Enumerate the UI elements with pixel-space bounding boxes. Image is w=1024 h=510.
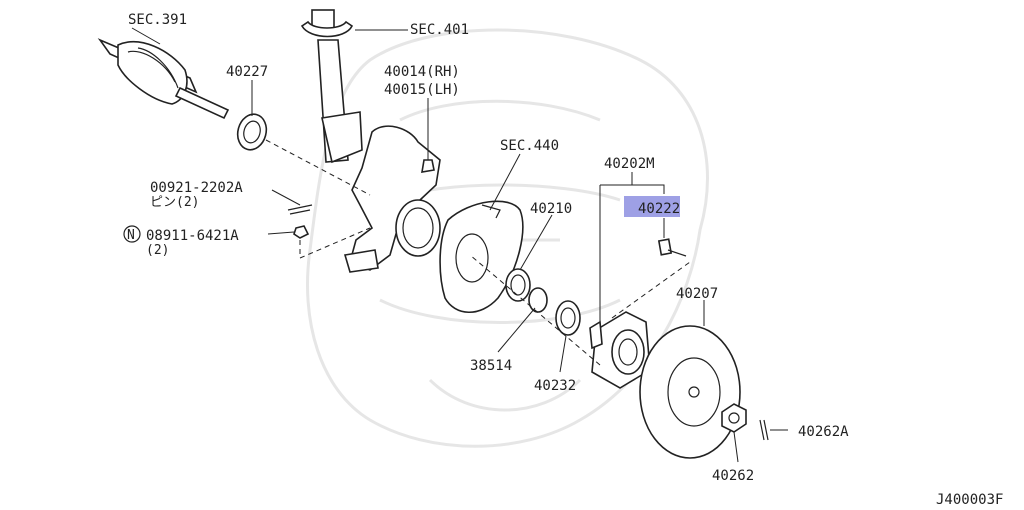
label-40202m: 40202M bbox=[604, 156, 655, 172]
nut-08911 bbox=[293, 225, 310, 239]
figure-code: J400003F bbox=[936, 492, 1003, 508]
label-nut-qty: (2) bbox=[146, 243, 169, 258]
hub-nut bbox=[721, 403, 747, 433]
label-08911: 08911-6421A bbox=[146, 228, 239, 244]
highlight-box bbox=[624, 196, 680, 217]
splash-plate bbox=[439, 200, 524, 313]
label-n-mark: N bbox=[127, 228, 135, 243]
label-sec440: SEC.440 bbox=[500, 138, 559, 154]
label-40222: 40222 bbox=[638, 201, 680, 217]
hub-bolt bbox=[657, 238, 687, 257]
leader-lines bbox=[131, 27, 788, 463]
brake-rotor bbox=[639, 325, 741, 459]
label-40232: 40232 bbox=[534, 378, 576, 394]
label-40262a: 40262A bbox=[798, 424, 849, 440]
n-mark-circle bbox=[123, 225, 141, 243]
label-40262: 40262 bbox=[712, 468, 754, 484]
oil-seal-40227 bbox=[236, 113, 268, 151]
label-38514: 38514 bbox=[470, 358, 512, 374]
cotter-pin-00921 bbox=[287, 204, 313, 215]
label-40207: 40207 bbox=[676, 286, 718, 302]
label-40227: 40227 bbox=[226, 64, 268, 80]
seal-40232 bbox=[555, 300, 581, 336]
label-40014: 40014(RH) bbox=[384, 64, 460, 80]
cotter-pin bbox=[759, 419, 769, 441]
label-00921: 00921-2202A bbox=[150, 180, 243, 196]
drive-shaft bbox=[97, 38, 230, 120]
wheel-hub bbox=[589, 311, 651, 389]
snap-ring-38514 bbox=[528, 287, 548, 313]
label-40210: 40210 bbox=[530, 201, 572, 217]
steering-knuckle bbox=[343, 125, 441, 273]
label-40015: 40015(LH) bbox=[384, 82, 460, 98]
label-pin-qty: ピン(2) bbox=[150, 195, 199, 210]
label-sec391: SEC.391 bbox=[128, 12, 187, 28]
bearing-40210 bbox=[505, 268, 531, 302]
assembly-dash-lines bbox=[265, 139, 691, 366]
strut-assembly bbox=[300, 9, 363, 164]
label-sec401: SEC.401 bbox=[410, 22, 469, 38]
